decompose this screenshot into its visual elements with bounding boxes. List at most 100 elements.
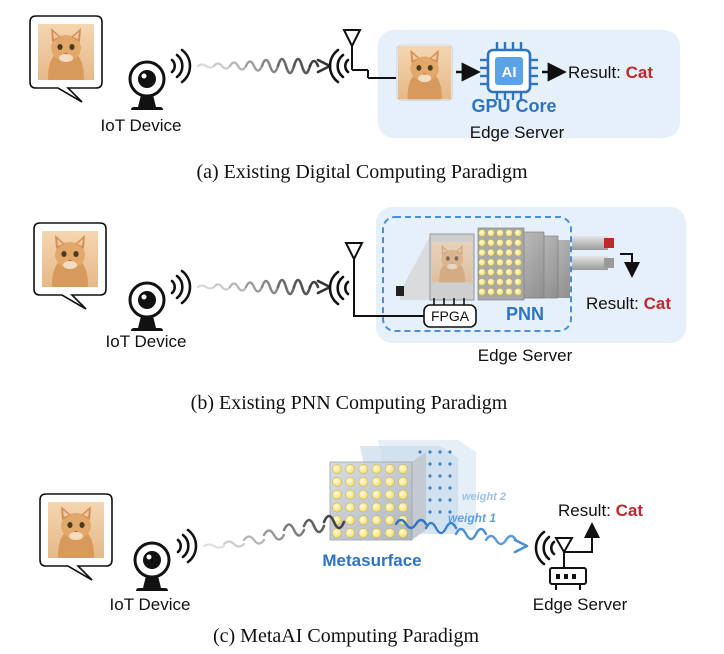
signal-wave <box>196 57 320 75</box>
light-beam <box>400 236 430 300</box>
metasurface-cell <box>398 528 408 538</box>
pnn-lens-cell <box>478 229 486 237</box>
router-icon <box>549 567 587 590</box>
metasurface-back-cell <box>448 474 452 478</box>
pnn-lens-cell <box>496 288 504 296</box>
metasurface-cell <box>371 515 382 526</box>
iot-device-label: IoT Device <box>106 332 187 351</box>
metasurface-back-cell <box>448 462 452 466</box>
pnn-lens-cell <box>505 278 513 286</box>
result-text: Result: Cat <box>568 63 653 82</box>
result-value: Cat <box>644 294 672 313</box>
metasurface-cell <box>358 476 369 487</box>
arrow <box>564 522 600 553</box>
chip-label: AI <box>502 64 517 81</box>
metasurface-cell <box>358 464 369 474</box>
pnn-lens-cell <box>505 229 513 237</box>
pnn-lens-cell <box>478 239 486 247</box>
wave-arrowhead <box>513 538 529 554</box>
wave-arrowhead <box>316 58 332 74</box>
camera-icon <box>128 60 166 112</box>
pnn-lens-cell <box>505 258 513 267</box>
pnn-lens-cell <box>487 229 495 237</box>
laser-source <box>396 286 404 296</box>
antenna-icon <box>345 242 363 284</box>
metasurface-back-cell <box>418 450 422 454</box>
pnn-lens-cell <box>496 239 504 247</box>
metasurface-cell <box>384 476 395 487</box>
metasurface-cell <box>358 528 369 538</box>
fpga-label: FPGA <box>431 308 470 324</box>
pnn-label: PNN <box>506 304 544 324</box>
output-wave <box>394 518 518 546</box>
metasurface-back-cell <box>428 510 432 514</box>
metasurface-back-cell <box>428 486 432 490</box>
metasurface-label: Metasurface <box>322 551 421 570</box>
metasurface-cell <box>371 476 382 487</box>
camera-icon <box>133 541 171 593</box>
metasurface-back-cell <box>438 510 442 514</box>
pnn-lens-cell <box>496 229 504 237</box>
pnn-lens-cell <box>487 288 495 296</box>
metasurface-cell <box>398 464 408 474</box>
metasurface-cell <box>332 528 342 538</box>
pnn-lens-cell <box>487 278 495 286</box>
metasurface-cell <box>332 476 342 487</box>
cat-photo-bubble <box>40 494 112 580</box>
pnn-lens-cell <box>505 288 513 296</box>
panel-c: weight 2 weight 1 Metasurface Result: Ca… <box>40 440 643 647</box>
metasurface-cell <box>358 502 369 513</box>
edge-server-label: Edge Server <box>470 123 565 142</box>
pnn-lens-cell <box>496 268 504 276</box>
pnn-lens-cell <box>487 239 495 247</box>
pnn-lens-cell <box>496 278 504 286</box>
metasurface-cell <box>384 502 395 513</box>
metasurface-cell <box>371 464 382 474</box>
weight-2-label: weight 2 <box>462 491 506 503</box>
wifi-waves-icon <box>328 270 350 306</box>
metasurface-cell <box>384 464 395 474</box>
panel-a: AI Result: Cat GPU Core Edge Server IoT … <box>30 16 680 183</box>
pnn-lens-cell <box>514 258 522 267</box>
result-text: Result: Cat <box>558 501 643 520</box>
metasurface-cell <box>358 489 369 500</box>
cat-photo-bubble <box>34 223 106 309</box>
pnn-lens-cell <box>505 248 513 257</box>
caption-b: (b) Existing PNN Computing Paradigm <box>191 392 508 414</box>
pnn-lens-cell <box>514 268 522 276</box>
pnn-lens-cell <box>478 268 486 276</box>
metasurface-back-cell <box>438 450 442 454</box>
metasurface-cell <box>358 515 369 526</box>
camera-icon <box>128 281 166 333</box>
cat-photo-bubble <box>30 16 102 102</box>
pnn-lens-cell <box>487 248 495 257</box>
metasurface-back-cell <box>448 450 452 454</box>
pnn-lens-cell <box>478 288 486 296</box>
arrow <box>620 253 640 278</box>
metasurface-back-cell <box>428 462 432 466</box>
pnn-lens-cell <box>496 258 504 267</box>
metasurface-cell <box>345 476 356 487</box>
cat-photo <box>396 44 453 101</box>
wifi-waves-icon <box>170 48 192 84</box>
pnn-lens-cell <box>514 229 522 237</box>
metasurface-cell <box>332 502 342 513</box>
metasurface-back-cell <box>428 498 432 502</box>
metasurface-cell <box>345 502 356 513</box>
edge-server-label: Edge Server <box>478 346 573 365</box>
pnn-lens-cell <box>496 248 504 257</box>
wave-arrowhead <box>316 279 332 295</box>
iot-device-label: IoT Device <box>110 595 191 614</box>
weight-1-label: weight 1 <box>448 511 496 525</box>
metasurface-cell <box>371 489 382 500</box>
metasurface-cell <box>398 489 408 500</box>
result-value: Cat <box>616 501 644 520</box>
pnn-lens-cell <box>478 248 486 257</box>
pnn-lens-cell <box>514 288 522 296</box>
cat-image-plane <box>429 233 475 301</box>
metasurface-back-cell <box>438 474 442 478</box>
result-value: Cat <box>626 63 654 82</box>
metasurface-cell <box>398 502 408 513</box>
pnn-lens-cell <box>478 278 486 286</box>
